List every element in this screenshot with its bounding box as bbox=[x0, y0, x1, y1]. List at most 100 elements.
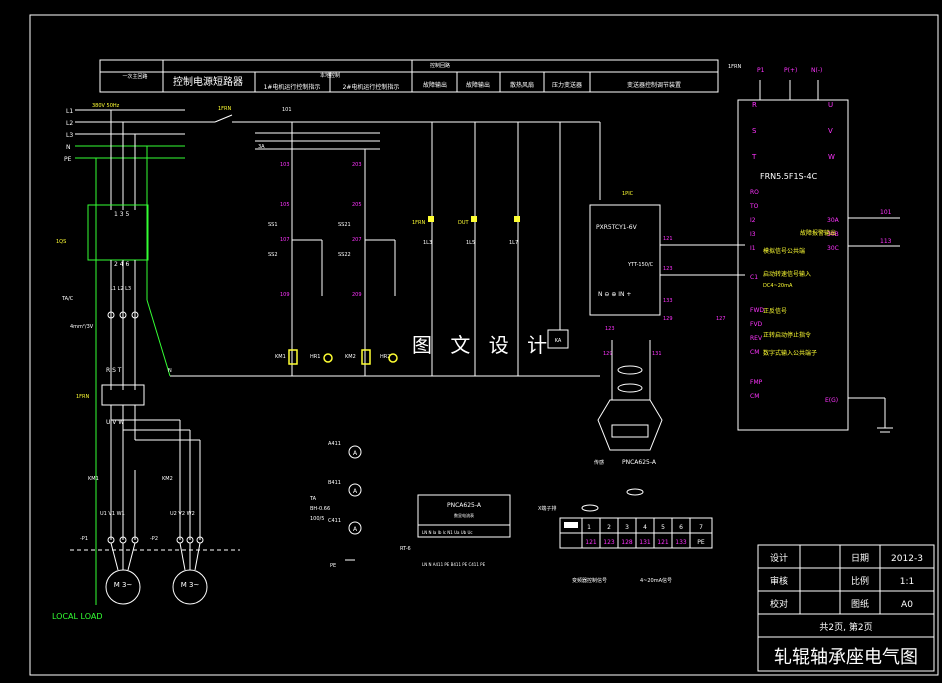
schematic-label: 131 bbox=[652, 351, 662, 357]
supply-label: 380V 50Hz bbox=[92, 103, 120, 109]
schematic-label: N(-) bbox=[811, 67, 822, 74]
schematic-label: 校对 bbox=[770, 598, 788, 610]
schematic-label: A411 bbox=[328, 441, 341, 447]
schematic-label: 205 bbox=[352, 202, 362, 208]
schematic-label: 129 bbox=[603, 351, 613, 357]
schematic-label: 4mm²/3V bbox=[70, 324, 94, 330]
schematic-label: 123 bbox=[663, 266, 673, 272]
schematic-label: 7 bbox=[699, 524, 703, 531]
schematic-label: 101 bbox=[282, 107, 292, 113]
motor-branches: KM1 KM2 U1 V1 W1 U2 V2 W2 -P1 -P2 M 3~ M… bbox=[52, 470, 240, 621]
local-load-label: LOCAL LOAD bbox=[52, 612, 103, 621]
schematic-label: 2012-3 bbox=[891, 554, 923, 564]
schematic-label: 设计 bbox=[770, 552, 788, 564]
header-fault1: 故障输出 bbox=[423, 81, 447, 89]
schematic-label: DUT bbox=[458, 220, 470, 226]
header-table: 一次主回路 控制回路 本地控制 控制电源短路器 1#电机运行控制指示 2#电机运… bbox=[99, 59, 719, 93]
schematic-label: 1:1 bbox=[900, 577, 914, 587]
schematic-label: R bbox=[752, 101, 757, 109]
schematic-label: KM2 bbox=[345, 354, 356, 360]
schematic-label: 107 bbox=[280, 237, 290, 243]
bus-l1: L1 bbox=[66, 108, 73, 115]
schematic-label: 1 3 5 bbox=[114, 211, 129, 218]
schematic-label: KM2 bbox=[162, 476, 173, 482]
schematic-label: M 3~ bbox=[181, 581, 200, 589]
vfd-input-block: R S T 1FRN U V W bbox=[76, 367, 201, 470]
schematic-label: 121 bbox=[663, 236, 673, 242]
schematic-label: RT-6 bbox=[400, 546, 411, 552]
schematic-label: 1FRN bbox=[76, 394, 90, 400]
schematic-label: 207 bbox=[352, 237, 362, 243]
current-transformers: A411 B411 C411 A A A TA BH-0.66 100/5 PE bbox=[309, 441, 362, 569]
schematic-label: U V W bbox=[106, 419, 124, 426]
schematic-label: FWD bbox=[750, 307, 764, 314]
schematic-label: 正转启动停止指令 bbox=[763, 331, 811, 339]
schematic-label: W bbox=[828, 153, 835, 161]
schematic-label: 1L7 bbox=[509, 240, 518, 246]
schematic-label: 4 bbox=[643, 524, 647, 531]
title-block: 设计 日期 2012-3 审核 比例 1:1 校对 图纸 A0 共2页, 第2页… bbox=[757, 544, 935, 672]
schematic-label: PE bbox=[330, 563, 336, 569]
header-pressure: 压力变送器 bbox=[552, 81, 582, 89]
schematic-label: 121 bbox=[657, 539, 669, 546]
schematic-label: I3 bbox=[750, 231, 756, 238]
header-regulator: 变送器控制调节装置 bbox=[627, 81, 681, 89]
schematic-label: A bbox=[353, 450, 358, 457]
schematic-label: SS22 bbox=[338, 252, 351, 258]
schematic-label: R S T bbox=[106, 367, 122, 374]
schematic-label: SS1 bbox=[268, 222, 278, 228]
schematic-label: U bbox=[828, 101, 833, 109]
schematic-label: T bbox=[751, 153, 757, 161]
motor-1 bbox=[105, 569, 141, 605]
schematic-label: P(+) bbox=[784, 67, 797, 74]
schematic-label: 113 bbox=[880, 238, 892, 245]
vfd-model: FRN5.5F1S-4C bbox=[760, 172, 818, 181]
drawing-frame bbox=[29, 14, 939, 676]
schematic-label: YTT-150/C bbox=[627, 262, 654, 268]
schematic-label: 123 bbox=[605, 326, 615, 332]
schematic-label: 128 bbox=[621, 539, 633, 546]
control-circuit: 1FRN N 101 3A 103 105 107 109 203 205 20… bbox=[146, 106, 601, 377]
schematic-label: PNCA625-A bbox=[447, 502, 482, 509]
schematic-label: 1L3 bbox=[423, 240, 432, 246]
schematic-label: 30C bbox=[827, 245, 839, 252]
schematic-label: V bbox=[828, 127, 833, 135]
schematic-label: E(G) bbox=[825, 397, 838, 404]
schematic-label: HR2 bbox=[380, 354, 390, 360]
schematic-label: DC4~20mA bbox=[763, 283, 793, 289]
schematic-label: U1 V1 W1 bbox=[100, 511, 125, 517]
schematic-label: 比例 bbox=[851, 575, 869, 587]
bus-pe: PE bbox=[64, 156, 72, 163]
schematic-label: 131 bbox=[639, 539, 651, 546]
terminal-block: X端子排 1 2 3 4 5 6 7 121 123 128 131 121 1… bbox=[538, 488, 713, 584]
schematic-label: S bbox=[752, 127, 757, 135]
motor-2 bbox=[172, 569, 208, 605]
schematic-label: SS21 bbox=[338, 222, 351, 228]
header-m1: 1#电机运行控制指示 bbox=[264, 83, 321, 91]
schematic-label: TA/C bbox=[61, 296, 74, 302]
schematic-label: P1 bbox=[757, 67, 765, 74]
schematic-label: I2 bbox=[750, 217, 756, 224]
header-main-circuit: 一次主回路 bbox=[122, 73, 147, 80]
schematic-label: N ⊖ ⊕ IN + bbox=[598, 291, 631, 298]
schematic-label: 4~20mA信号 bbox=[640, 577, 672, 584]
schematic-label: A0 bbox=[901, 600, 913, 610]
pid-controller: 1PIC PXR5TCY1-6V YTT-150/C N ⊖ ⊕ IN + 12… bbox=[589, 191, 745, 466]
bus-n: N bbox=[66, 144, 71, 151]
schematic-label: 6 bbox=[679, 524, 683, 531]
meter-block: PNCA625-A 数显电流表 LN N Ia Ib Ic N1 Ua Ub U… bbox=[400, 494, 511, 567]
schematic-label: 数字式输入公共端子 bbox=[763, 349, 817, 357]
schematic-label: KA bbox=[555, 338, 562, 344]
schematic-label: 启动转速信号输入 bbox=[763, 270, 811, 278]
schematic-label: 209 bbox=[352, 292, 362, 298]
schematic-label: 数显电流表 bbox=[454, 512, 474, 518]
schematic-label: B411 bbox=[328, 480, 341, 486]
header-control: 控制回路 bbox=[430, 62, 450, 69]
schematic-label: U2 V2 W2 bbox=[170, 511, 195, 517]
schematic-label: PE bbox=[697, 539, 705, 546]
schematic-label: L1 L2 L3 bbox=[110, 286, 131, 292]
schematic-label: KM1 bbox=[275, 354, 286, 360]
schematic-label: 审核 bbox=[770, 575, 788, 587]
schematic-label: 129 bbox=[663, 316, 673, 322]
